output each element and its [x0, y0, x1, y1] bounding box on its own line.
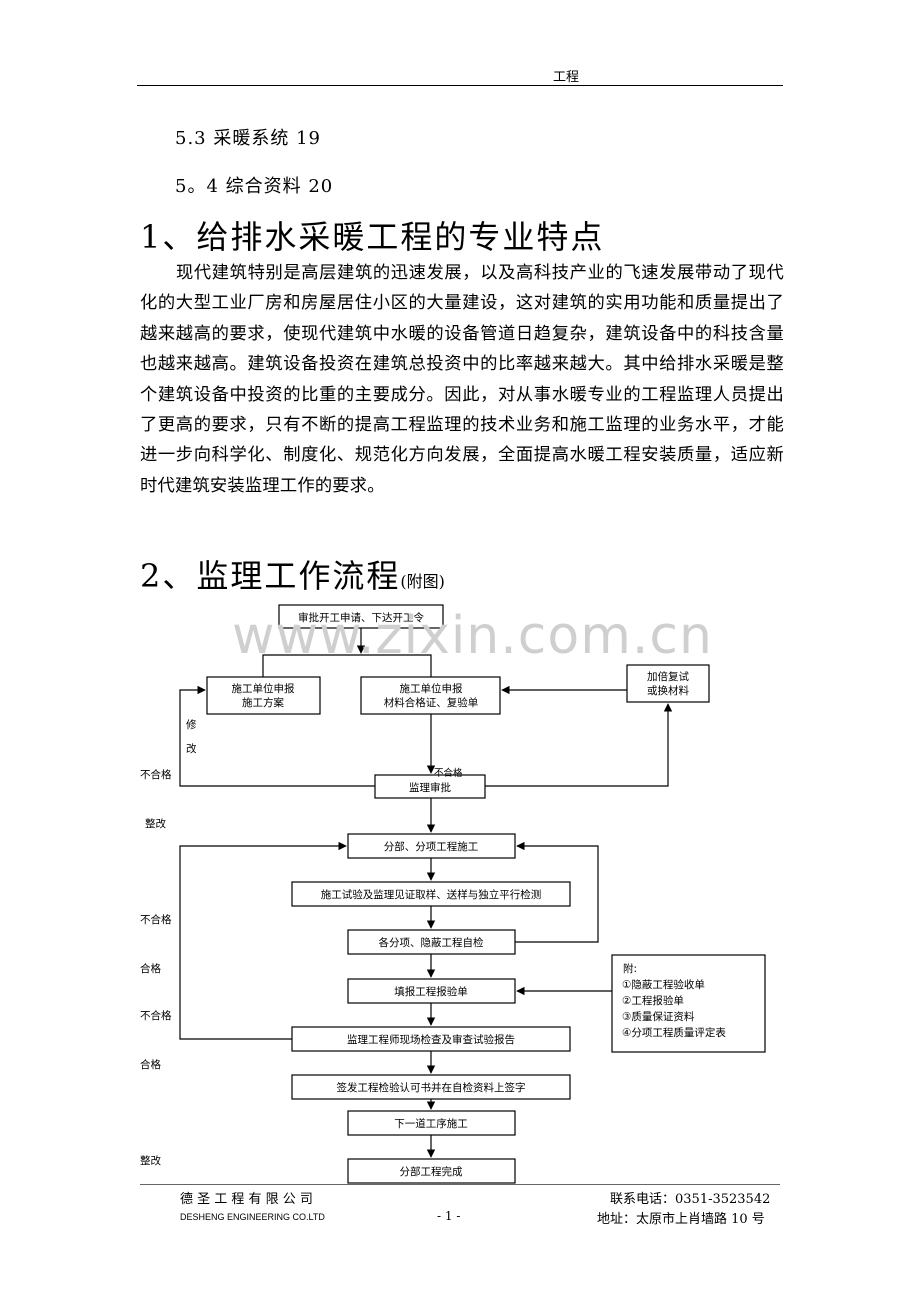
box-next [347, 1110, 516, 1136]
text-material-2: 材料合格证、复验单 [384, 696, 479, 709]
label-rectify-2: 整改 [140, 1154, 161, 1167]
box-retest [626, 664, 710, 703]
text-self-check: 各分项、隐蔽工程自检 [379, 936, 484, 949]
arrow-selfcheck-fail-loop [515, 841, 599, 943]
attachment-item-2: ②工程报验单 [622, 994, 684, 1007]
text-retest-1: 加倍复试 [647, 670, 689, 683]
box-complete [347, 1158, 516, 1184]
section-2-note: (附图) [400, 572, 445, 591]
label-fail-inner: 不合格 [434, 767, 463, 779]
footer-address: 地址：太原市上肖墙路 10 号 [597, 1212, 765, 1227]
text-retest-2: 或换材料 [647, 684, 689, 697]
text-inspection: 监理工程师现场检查及审查试验报告 [347, 1033, 515, 1046]
text-approve-start: 审批开工申请、下达开工令 [298, 611, 424, 624]
branch-connector [262, 654, 432, 677]
attachment-title: 附: [623, 962, 637, 975]
text-report: 填报工程报验单 [394, 985, 468, 998]
box-plan [206, 676, 321, 715]
label-pass-2: 合格 [140, 1058, 161, 1071]
text-sign: 签发工程检验认可书并在自检资料上签字 [337, 1081, 526, 1094]
arrow-fail-back-plan [179, 685, 375, 787]
footer-phone: 联系电话：0351-3523542 [610, 1192, 771, 1207]
section-2-title: 2、监理工作流程 [140, 557, 401, 595]
attachment-item-3: ③质量保证资料 [622, 1010, 695, 1023]
footer-company-cn: 德 圣 工 程 有 限 公 司 [180, 1192, 313, 1207]
attachment-item-1: ①隐蔽工程验收单 [622, 978, 705, 991]
label-fail-3: 不合格 [140, 1009, 172, 1022]
watermark: www.zixin.com.cn [232, 606, 713, 666]
header-rule [137, 85, 783, 86]
label-rectify-1: 整改 [145, 817, 166, 830]
text-plan-2: 施工方案 [242, 696, 284, 709]
box-attachment [611, 954, 766, 1053]
text-subproject: 分部、分项工程施工 [384, 840, 479, 853]
footer-rule [140, 1184, 780, 1185]
text-supervisor-approve: 监理审批 [409, 781, 451, 794]
footer-company-en: DESHENG ENGINEERING CO.LTD [180, 1212, 325, 1222]
section-1-heading: 1、给排水采暖工程的专业特点 [140, 218, 605, 256]
header-title: 工程 [553, 70, 580, 85]
arrow-approve-to-retest [485, 703, 673, 787]
text-complete: 分部工程完成 [400, 1165, 463, 1178]
toc-item-5-4[interactable]: 5。4 综合资料 20 [175, 176, 334, 197]
footer-page-number: - 1 - [437, 1209, 461, 1223]
attachment-item-4: ④分项工程质量评定表 [622, 1026, 726, 1039]
label-modify-1: 修 [186, 718, 197, 731]
text-plan-1: 施工单位申报 [232, 682, 295, 695]
box-subproject [347, 833, 516, 859]
label-modify-2: 改 [186, 742, 197, 755]
section-2-heading: 2、监理工作流程(附图) [140, 551, 445, 597]
section-1-paragraph: 现代建筑特别是高层建筑的迅速发展，以及高科技产业的飞速发展带动了现代化的大型工业… [140, 263, 784, 496]
text-testing: 施工试验及监理见证取样、送样与独立平行检测 [321, 888, 542, 901]
text-next: 下一道工序施工 [394, 1117, 468, 1130]
arrow-inspection-fail-loop [179, 841, 347, 1040]
box-testing [291, 881, 571, 907]
label-fail-2: 不合格 [140, 913, 172, 926]
label-pass-1: 合格 [140, 962, 161, 975]
toc-item-5-3[interactable]: 5.3 采暖系统 19 [175, 128, 321, 149]
text-material-1: 施工单位申报 [400, 682, 463, 695]
box-sign [291, 1074, 571, 1100]
box-report [347, 978, 516, 1004]
label-fail-1: 不合格 [140, 768, 172, 781]
